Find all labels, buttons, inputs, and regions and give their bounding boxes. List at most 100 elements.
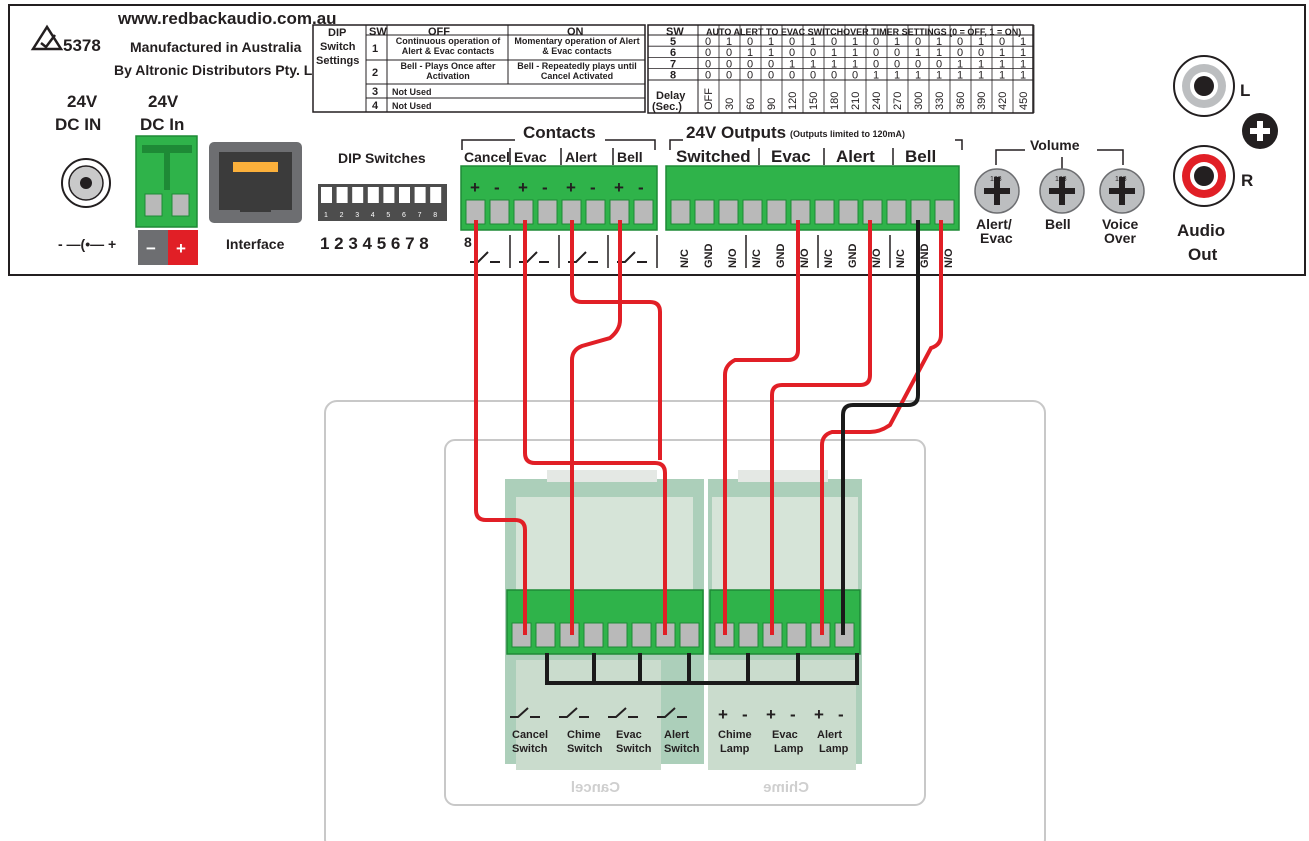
- wallplate-switch-symbol: [510, 707, 540, 718]
- rcm-mark-icon: [30, 24, 64, 51]
- dip-row-3-off: Not Used: [392, 87, 432, 97]
- timer-bit: 0: [789, 70, 795, 82]
- wire-alert-branch: [570, 220, 622, 635]
- delay-value: 330: [934, 92, 946, 110]
- delay-value: 240: [871, 92, 883, 110]
- output-group-label: Switched: [676, 147, 751, 166]
- wallplate-inner: [444, 439, 926, 806]
- timer-bit: 0: [768, 58, 774, 70]
- timer-bit: 1: [726, 36, 732, 48]
- timer-bit: 0: [894, 58, 900, 70]
- volume-knob[interactable]: 103: [974, 168, 1020, 214]
- contact-group-label: Bell: [617, 149, 643, 165]
- delay-value: 30: [724, 98, 736, 110]
- dip-col-sw: SW: [369, 26, 387, 38]
- switch-label-sub: Switch: [567, 743, 603, 755]
- timer-bit: 0: [789, 47, 795, 59]
- dc-terminal-block: [135, 135, 198, 265]
- timer-bit: 1: [915, 47, 921, 59]
- terminal-screw: [559, 622, 580, 648]
- timer-bit: 1: [768, 47, 774, 59]
- terminal-screw: [679, 622, 700, 648]
- wallplate-switch-symbol: [657, 707, 687, 718]
- terminal-screw: [934, 199, 955, 225]
- terminal-screw: [489, 199, 510, 225]
- timer-bit: 0: [873, 58, 879, 70]
- terminal-screw: [738, 622, 759, 648]
- volume-knob[interactable]: 103: [1099, 168, 1145, 214]
- audio-out-label-2: Out: [1188, 245, 1218, 264]
- timer-bit: 1: [810, 36, 816, 48]
- dip-toggle[interactable]: [430, 187, 442, 203]
- delay-label-1: Delay: [656, 90, 686, 102]
- dip-toggle[interactable]: [336, 187, 348, 203]
- dip-toggle[interactable]: [352, 187, 364, 203]
- volume-bell-label: Bell: [1045, 216, 1071, 232]
- dip-toggle-number: 1: [324, 212, 328, 219]
- timer-bit: 1: [1020, 70, 1026, 82]
- dip-toggle[interactable]: [414, 187, 426, 203]
- wire-evac-plus: [523, 220, 667, 635]
- dip-toggle[interactable]: [321, 187, 332, 203]
- dip-col-off: OFF: [428, 26, 450, 38]
- delay-value: 360: [955, 92, 967, 110]
- common-bus-wire: [545, 653, 859, 685]
- volume-knobs[interactable]: 103 103 103: [974, 168, 1145, 214]
- timer-bit: 1: [894, 36, 900, 48]
- output-pin-label: N/C: [895, 249, 907, 268]
- output-pin-label: GND: [919, 244, 931, 269]
- dip-toggle[interactable]: [383, 187, 395, 203]
- timer-bit: 1: [978, 36, 984, 48]
- terminal-screw: [766, 199, 787, 225]
- dip-numbers: 1 2 3 4 5 6 7 8: [320, 234, 429, 253]
- contact-polarity: -: [590, 178, 596, 197]
- timer-bit: 1: [852, 36, 858, 48]
- chime-button-text: Chime: [763, 779, 809, 796]
- dip-toggle[interactable]: [399, 187, 410, 203]
- delay-value: 150: [808, 92, 820, 110]
- model-number: 5378: [63, 36, 101, 55]
- wallplate-switch-symbol: [608, 707, 638, 718]
- lamp-label-sub: Lamp: [819, 743, 849, 755]
- output-group-label: Bell: [905, 147, 936, 166]
- timer-bit: 1: [747, 47, 753, 59]
- knob-marking: 103: [1055, 176, 1067, 183]
- terminal-screw: [511, 622, 532, 648]
- lamp-polarity: -: [790, 705, 796, 724]
- dc-polarity-symbol: - —(•— +: [58, 236, 116, 252]
- timer-bit: 1: [936, 36, 942, 48]
- volume-voice-label-1: Voice: [1102, 216, 1139, 232]
- contact-polarity: +: [470, 178, 480, 197]
- timer-bit: 1: [852, 58, 858, 70]
- wallplate-switch-terminals: [506, 589, 704, 655]
- rca-left-jack[interactable]: [1173, 55, 1235, 117]
- dip-toggle-number: 6: [402, 212, 406, 219]
- timer-bit: 0: [894, 47, 900, 59]
- dc-jack: [61, 158, 111, 208]
- timer-bit: 0: [705, 36, 711, 48]
- timer-bit: 1: [1020, 47, 1026, 59]
- dip-toggle-number: 2: [340, 212, 344, 219]
- dip-row-2-on: Bell - Repeatedly plays until Cancel Act…: [517, 61, 637, 81]
- dip-row-3-sw: 3: [372, 86, 378, 98]
- dip-toggle[interactable]: [367, 187, 379, 203]
- knob-marking: 103: [990, 176, 1002, 183]
- volume-knob[interactable]: 103: [1039, 168, 1085, 214]
- timer-bit: 1: [978, 70, 984, 82]
- dip-row-1-sw: 1: [372, 43, 378, 55]
- timer-header-title: AUTO ALERT TO EVAC SWITCHOVER TIMER SETT…: [706, 27, 1021, 37]
- timer-bit: 0: [873, 36, 879, 48]
- switch-label-sub: Switch: [512, 743, 548, 755]
- rca-right-jack[interactable]: [1173, 145, 1235, 207]
- timer-bit: 0: [747, 70, 753, 82]
- timer-bit: 1: [789, 58, 795, 70]
- contact-polarity: +: [518, 178, 528, 197]
- timer-bit: 0: [831, 70, 837, 82]
- timer-bit: 1: [957, 58, 963, 70]
- dip-settings-table: DIP Switch Settings SW OFF ON 1 Continuo…: [312, 24, 646, 113]
- terminal-screw: [694, 199, 715, 225]
- delay-value: 210: [850, 92, 862, 110]
